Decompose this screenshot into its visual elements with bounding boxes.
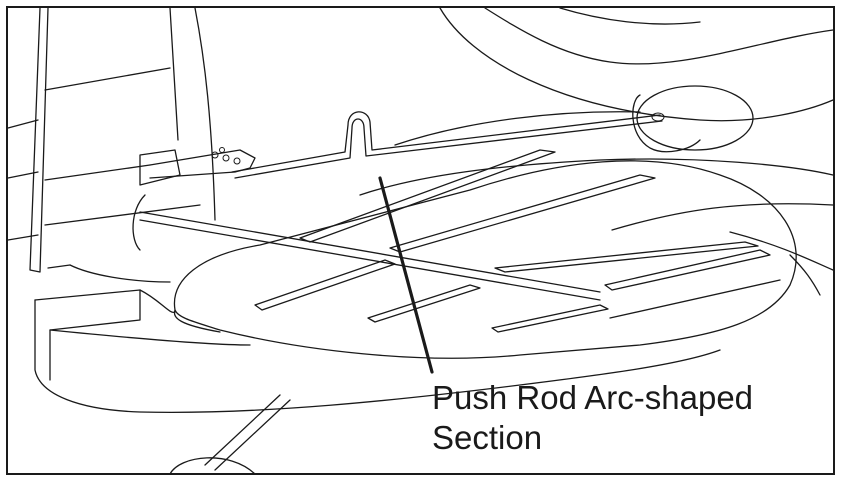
vertical-fin <box>7 7 216 273</box>
push-rod <box>231 111 663 179</box>
landing-gear <box>169 394 291 475</box>
callout-leader-line <box>378 176 434 374</box>
horizontal-stabilizer <box>139 149 797 359</box>
figure-frame <box>6 6 835 475</box>
elevator <box>34 194 721 414</box>
callout-label-line1: Push Rod Arc-shaped <box>432 379 754 416</box>
callout-label-line2: Section <box>432 419 543 456</box>
callout-label: Push Rod Arc-shaped Section <box>432 378 812 458</box>
fuselage <box>359 7 834 296</box>
control-horn <box>139 147 256 186</box>
